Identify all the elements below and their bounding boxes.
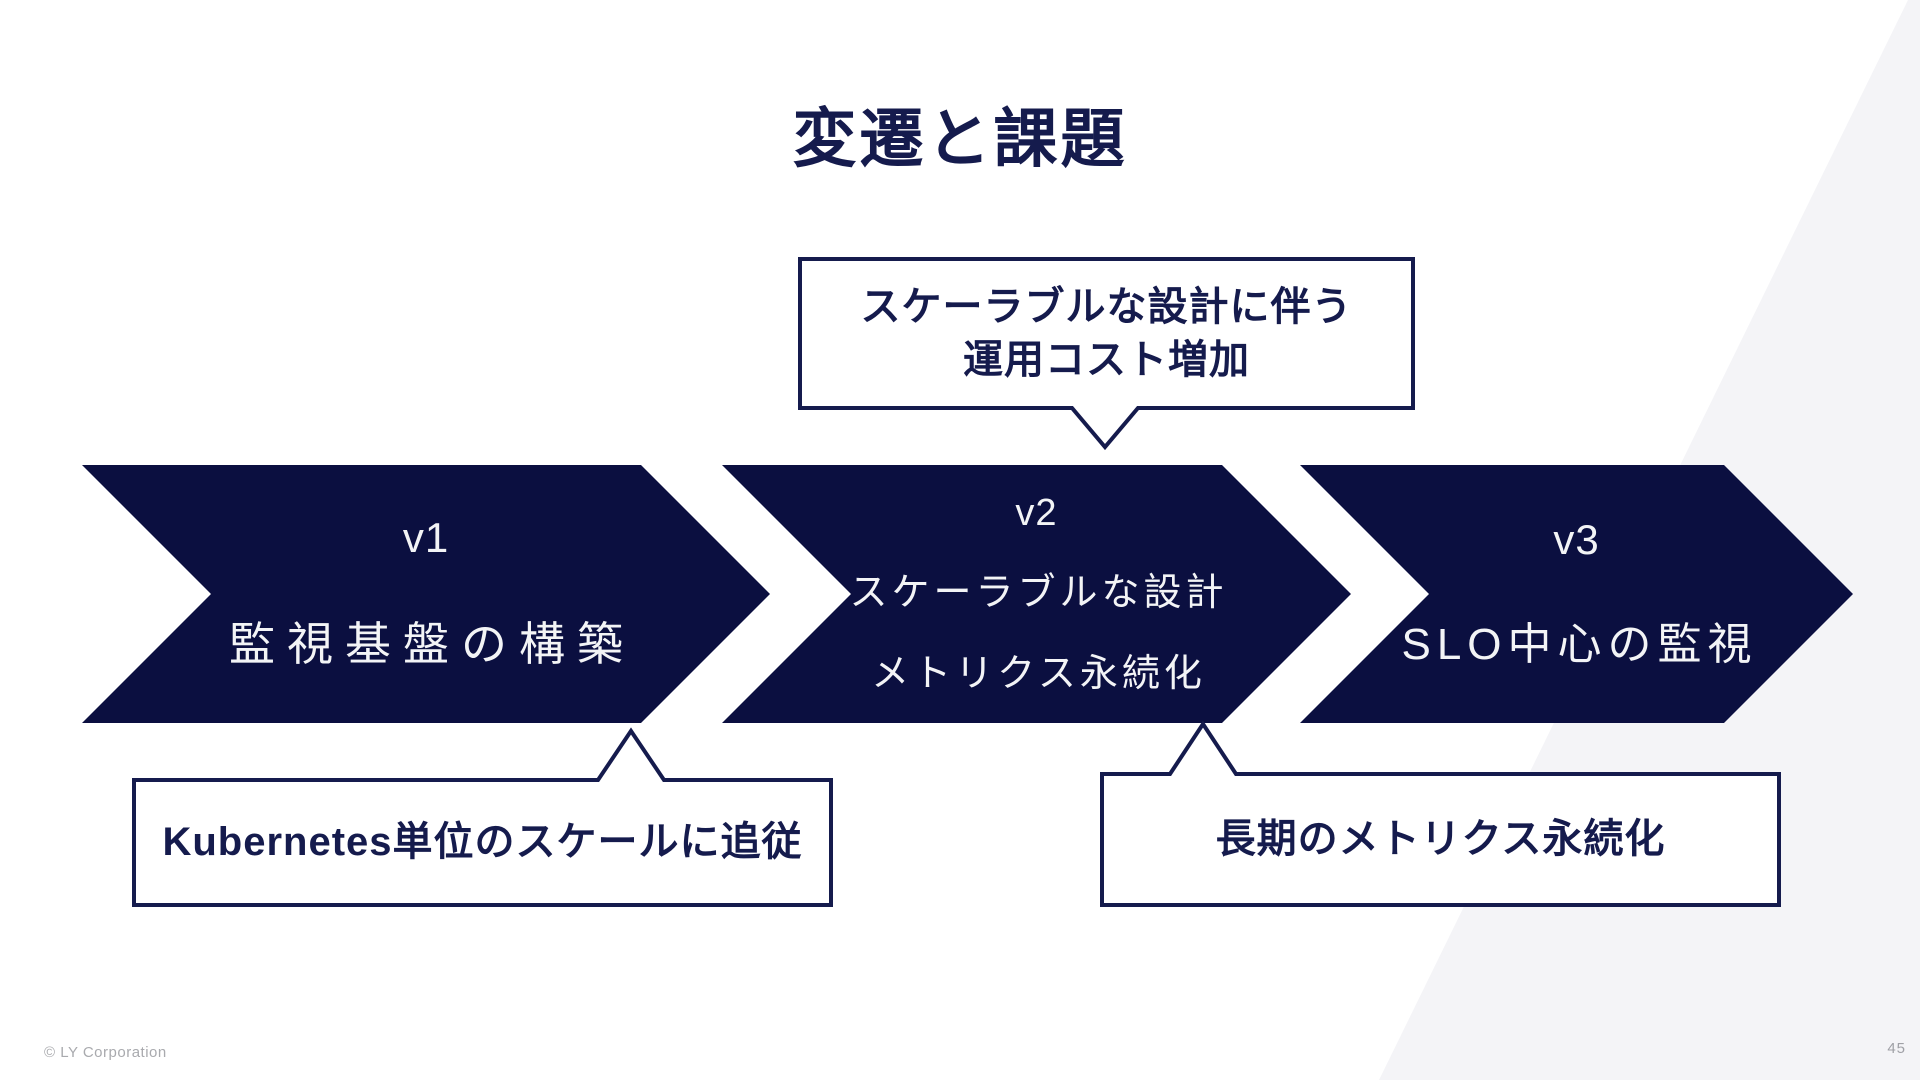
callout-top-shape	[798, 257, 1415, 451]
callout-bottom-left-text: Kubernetes単位のスケールに追従	[162, 820, 803, 865]
arrow-v3-version: v3	[1553, 516, 1600, 563]
callout-bottom-right-text: 長期のメトリクス永続化	[1215, 817, 1666, 862]
callout-top-line1: スケーラブルな設計に伴う	[860, 284, 1353, 329]
callout-bottom-right-bubble	[1100, 720, 1781, 907]
arrow-v1-version: v1	[402, 514, 450, 561]
arrow-v1: v1 監視基盤の構築	[82, 465, 770, 723]
callout-top: スケーラブルな設計に伴う 運用コスト増加	[798, 259, 1415, 408]
callout-top-line2: 運用コスト増加	[963, 337, 1250, 382]
arrow-v2-line2: メトリクス永続化	[871, 652, 1206, 695]
page-number: 45	[1887, 1040, 1906, 1057]
callout-top-bubble	[798, 257, 1415, 451]
callout-bottom-left: Kubernetes単位のスケールに追従	[132, 780, 833, 905]
copyright-notice: © LY Corporation	[44, 1044, 167, 1061]
arrow-v2: v2 スケーラブルな設計 メトリクス永続化	[722, 465, 1351, 723]
arrow-v2-version: v2	[1015, 491, 1058, 534]
slide-title: 変遷と課題	[792, 103, 1128, 175]
arrow-v1-line1: 監視基盤の構築	[229, 618, 635, 670]
callout-bottom-right: 長期のメトリクス永続化	[1100, 774, 1781, 905]
callout-bottom-left-shape	[132, 727, 833, 907]
arrow-v3-line1: SLO中心の監視	[1401, 620, 1758, 669]
callout-bottom-left-bubble	[132, 727, 833, 907]
arrow-v2-line1: スケーラブルな設計	[849, 571, 1228, 614]
callout-bottom-right-shape	[1100, 720, 1781, 907]
